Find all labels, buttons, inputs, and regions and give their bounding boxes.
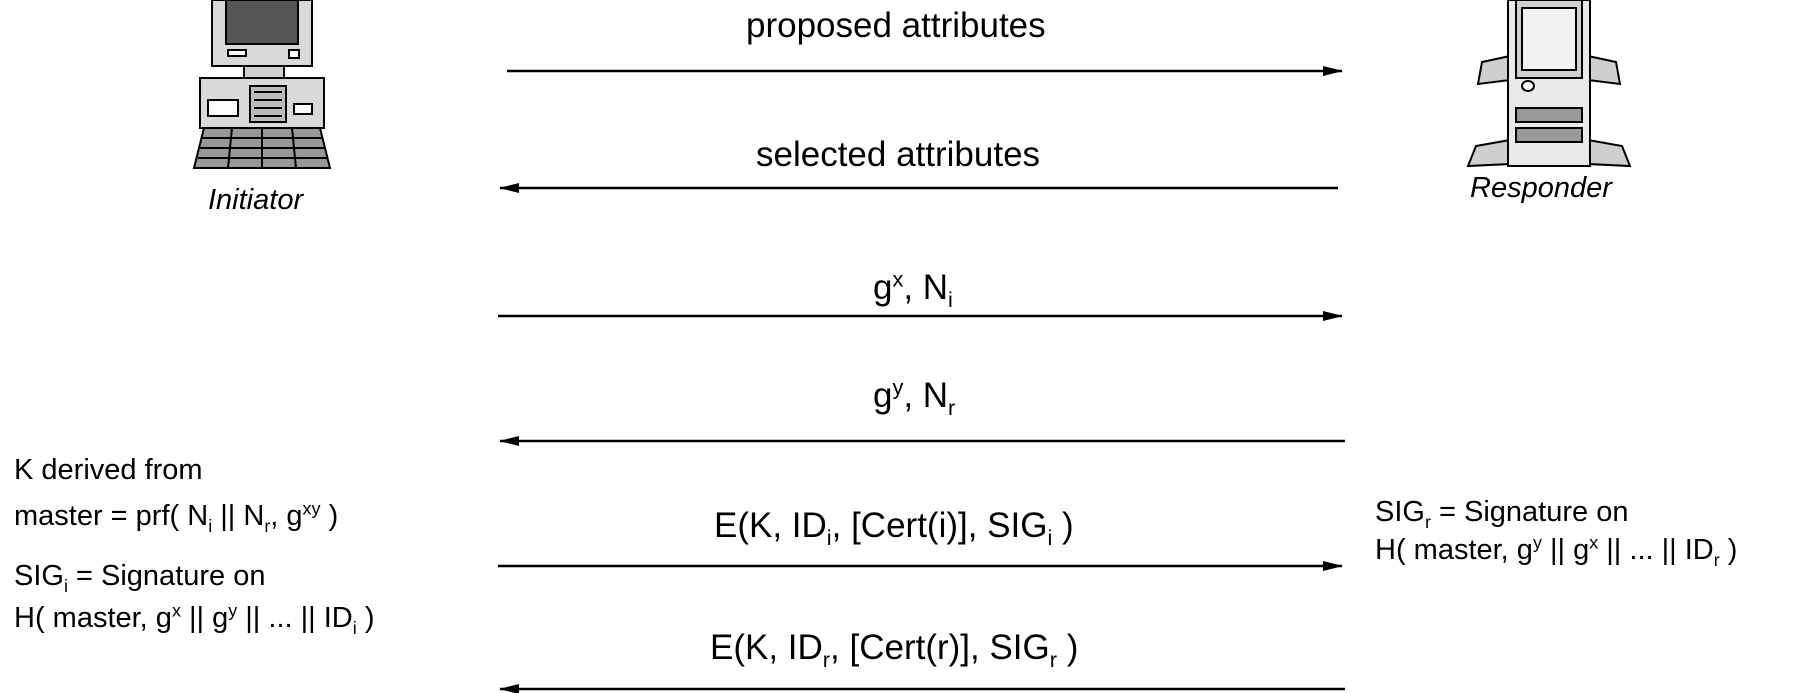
message-e-k-idi: E(K, IDi, [Cert(i)], SIGi ) — [714, 506, 1074, 550]
note-master-prf: master = prf( Ni || Nr, gxy ) — [14, 498, 339, 536]
message-arrows — [498, 66, 1345, 693]
note-sigi: SIGi = Signature on — [14, 560, 266, 596]
initiator-label: Initiator — [208, 184, 304, 216]
responder-server-icon — [1466, 0, 1632, 168]
message-gx-ni: gx, Ni — [873, 266, 953, 312]
message-selected-attributes: selected attributes — [756, 135, 1041, 174]
note-hash-responder: H( master, gy || gx || ... || IDr ) — [1375, 532, 1738, 570]
note-k-derived: K derived from — [14, 454, 203, 486]
message-gy-nr: gy, Nr — [873, 374, 956, 420]
responder-label: Responder — [1470, 172, 1612, 204]
message-proposed-attributes: proposed attributes — [746, 6, 1046, 45]
message-e-k-idr: E(K, IDr, [Cert(r)], SIGr ) — [710, 628, 1079, 672]
note-sigr: SIGr = Signature on — [1375, 496, 1629, 532]
initiator-computer-icon — [192, 0, 332, 169]
note-hash-initiator: H( master, gx || gy || ... || IDi ) — [14, 600, 375, 638]
